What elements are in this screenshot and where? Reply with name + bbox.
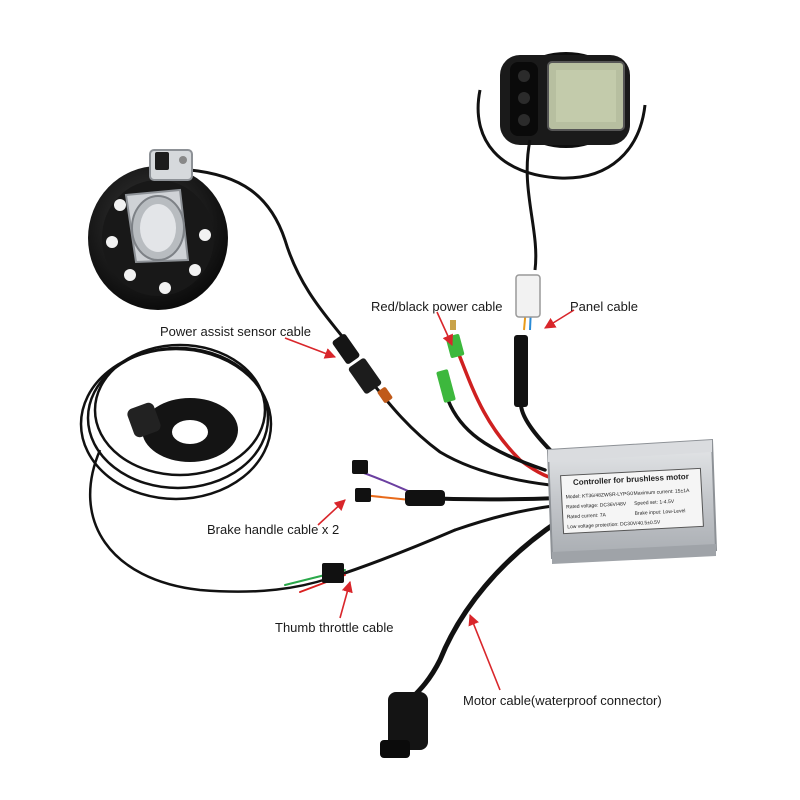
label-power-assist-sensor-cable: Power assist sensor cable [160, 324, 312, 339]
arrow-power-cable [436, 311, 453, 347]
brake-connectors [352, 460, 445, 506]
controller-rated-voltage: Rated voltage: DC36V/48V [566, 501, 627, 510]
label-motor-cable: Motor cable(waterproof connector) [463, 693, 662, 708]
controller-speed-set: Speed set: 1-4.5V [634, 499, 675, 507]
controller-low-voltage: Low voltage protection: DC30V/40.5±0.5V [567, 520, 661, 531]
arrow-power-assist [284, 337, 337, 359]
throttle-body [127, 398, 238, 462]
brake-cables [354, 469, 562, 503]
thumb-throttle [79, 343, 331, 593]
controller-brake-input: Brake input: Low-Level [635, 508, 686, 517]
panel-cable [514, 139, 557, 457]
label-brake-handle-cable: Brake handle cable x 2 [207, 522, 340, 537]
controller-model: Model: KT36/48ZWSR-LYPG0 [566, 491, 634, 501]
lcd-display [476, 52, 647, 180]
controller-box [546, 438, 718, 564]
arrow-panel-cable [544, 309, 575, 329]
motor-connector [380, 692, 428, 758]
arrow-thumb-throttle [339, 580, 353, 619]
motor-cable [407, 517, 563, 703]
label-red-black-power-cable: Red/black power cable [371, 299, 503, 314]
throttle-connector [322, 563, 344, 583]
pas-sensor-cable [188, 168, 552, 487]
pas-connector [332, 334, 393, 403]
label-panel-cable: Panel cable [570, 299, 638, 314]
annotation-arrows [284, 309, 575, 691]
controller-rated-current: Rated current: 7A [567, 512, 607, 520]
arrow-brake-handle [317, 499, 346, 526]
label-thumb-throttle-cable: Thumb throttle cable [275, 620, 394, 635]
pas-sensor [88, 149, 228, 310]
controller-max-current: Maximum current: 15±1A [633, 488, 690, 497]
power-cable [446, 343, 562, 482]
arrow-motor-cable [468, 613, 501, 691]
